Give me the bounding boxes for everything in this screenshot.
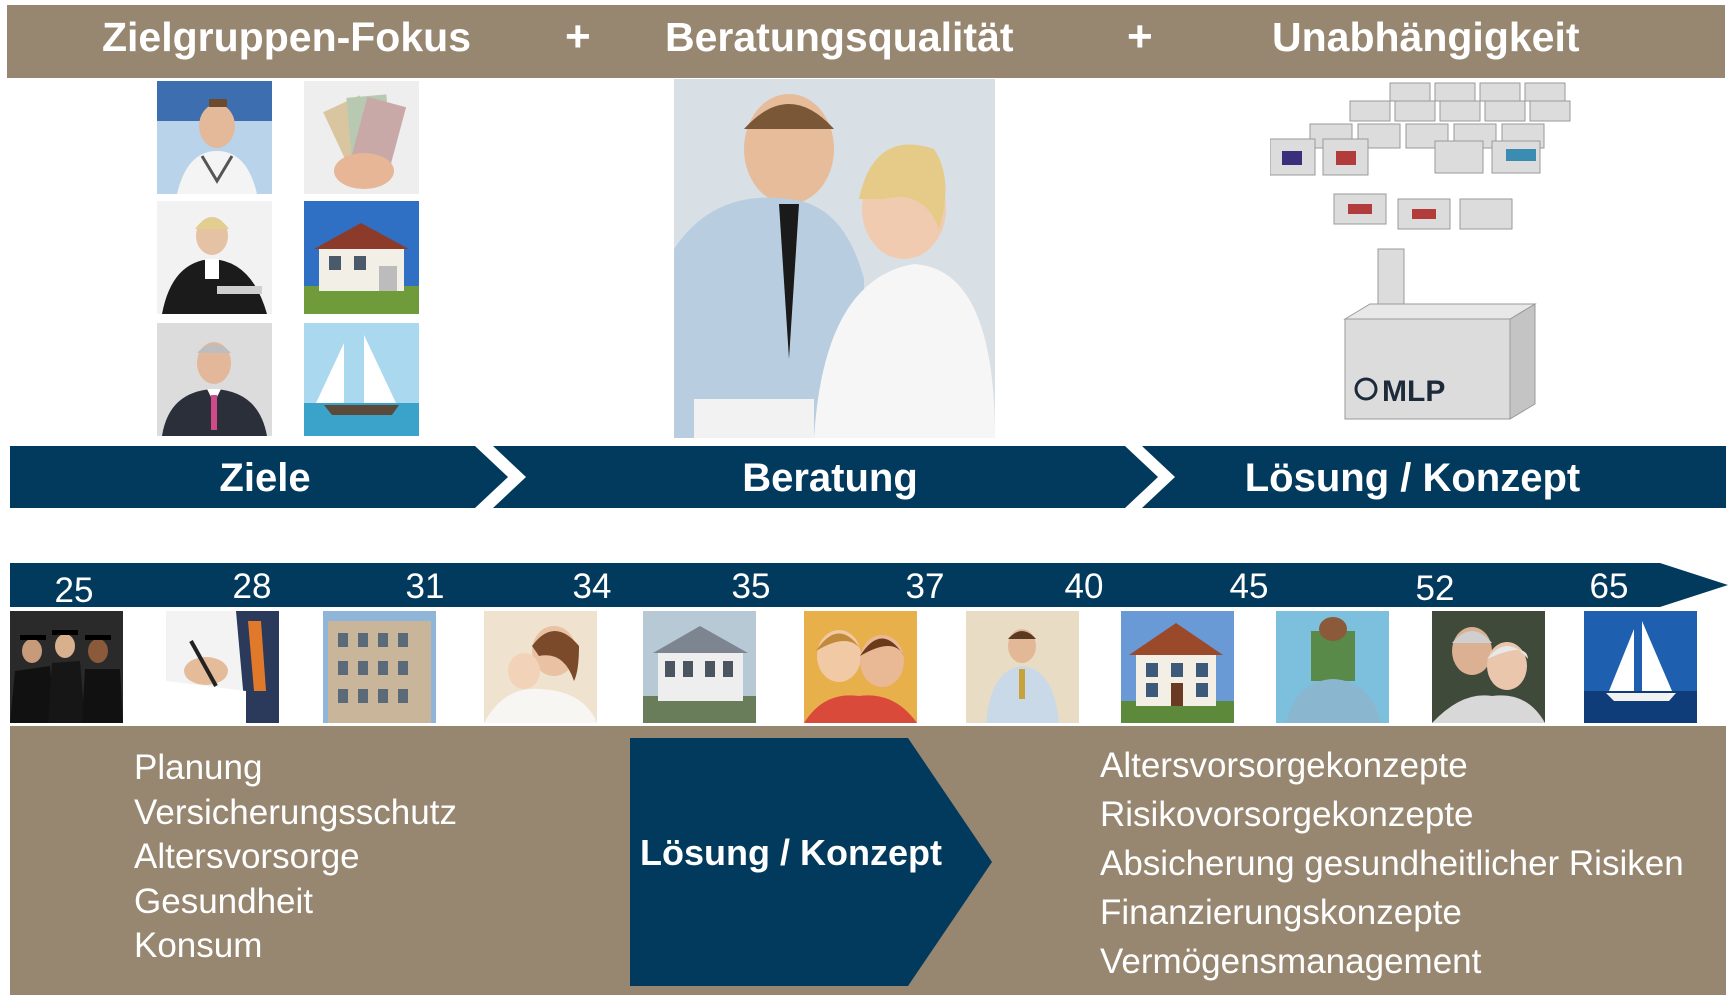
timeline-photo-graduates bbox=[10, 611, 123, 723]
timeline-photo-family-house bbox=[1121, 611, 1234, 723]
mlp-logo-text: MLP bbox=[1382, 375, 1445, 408]
needs-item: Konsum bbox=[134, 926, 263, 965]
needs-item: Altersvorsorge bbox=[134, 837, 360, 876]
solution-chevron bbox=[630, 738, 992, 986]
age-34: 34 bbox=[572, 567, 612, 606]
timeline-photo-seniors bbox=[1432, 611, 1545, 723]
age-31: 31 bbox=[405, 567, 445, 606]
process-chevrons bbox=[10, 446, 1726, 508]
step-label-beratung: Beratung bbox=[742, 456, 918, 500]
header-plus-2: + bbox=[1127, 12, 1153, 61]
age-40: 40 bbox=[1064, 567, 1104, 606]
chevron-ziele bbox=[10, 446, 508, 508]
timeline-photo-professional bbox=[966, 611, 1079, 723]
age-52: 52 bbox=[1415, 569, 1455, 608]
age-25: 25 bbox=[54, 571, 94, 610]
chevron-beratung bbox=[493, 446, 1158, 508]
step-label-ziele: Ziele bbox=[219, 456, 311, 500]
photo-businessman bbox=[157, 323, 272, 436]
photo-doctor bbox=[157, 81, 272, 194]
timeline-photo-mother-child bbox=[484, 611, 597, 723]
age-35: 35 bbox=[731, 567, 771, 606]
age-37: 37 bbox=[905, 567, 945, 606]
photo-lawyer bbox=[157, 201, 272, 314]
timeline-photo-reading bbox=[1276, 611, 1389, 723]
header-plus-1: + bbox=[565, 12, 591, 61]
solution-item: Vermögensmanagement bbox=[1100, 942, 1482, 981]
age-28: 28 bbox=[232, 567, 272, 606]
photo-consulting bbox=[674, 79, 995, 438]
timeline-photo-children bbox=[804, 611, 917, 723]
photo-sailboat bbox=[304, 323, 419, 436]
photo-money bbox=[304, 81, 419, 194]
timeline-photo-sailing bbox=[1584, 611, 1697, 723]
header-bar bbox=[7, 5, 1725, 78]
timeline-arrow bbox=[10, 563, 1728, 607]
age-65: 65 bbox=[1589, 567, 1629, 606]
timeline-photo-villa bbox=[643, 611, 756, 723]
needs-list: Planung Versicherungsschutz Altersvorsor… bbox=[134, 746, 457, 969]
photo-house bbox=[304, 201, 419, 314]
step-label-loesung: Lösung / Konzept bbox=[1244, 456, 1581, 500]
solutions-list: Altersvorsorgekonzepte Risikovorsorgekon… bbox=[1100, 741, 1684, 986]
solution-item: Finanzierungskonzepte bbox=[1100, 893, 1462, 932]
needs-item: Versicherungsschutz bbox=[134, 792, 457, 832]
chevron-loesung bbox=[1142, 446, 1726, 508]
solution-chevron-label: Lösung / Konzept bbox=[640, 832, 942, 873]
solution-item: Absicherung gesundheitlicher Risiken bbox=[1100, 844, 1684, 883]
timeline-photo-signing bbox=[166, 611, 279, 723]
needs-item: Planung bbox=[134, 748, 263, 787]
timeline-photo-building bbox=[323, 611, 436, 723]
illustration-mlp-cubes: MLP bbox=[1270, 79, 1595, 441]
header-beratungsqualitaet: Beratungsqualität bbox=[665, 14, 1014, 60]
needs-item: Gesundheit bbox=[134, 881, 314, 921]
solution-item: Altersvorsorgekonzepte bbox=[1100, 746, 1468, 785]
header-zielgruppen-fokus: Zielgruppen-Fokus bbox=[102, 14, 471, 60]
solution-item: Risikovorsorgekonzepte bbox=[1100, 795, 1474, 834]
age-45: 45 bbox=[1229, 567, 1269, 606]
header-unabhaengigkeit: Unabhängigkeit bbox=[1272, 14, 1580, 60]
